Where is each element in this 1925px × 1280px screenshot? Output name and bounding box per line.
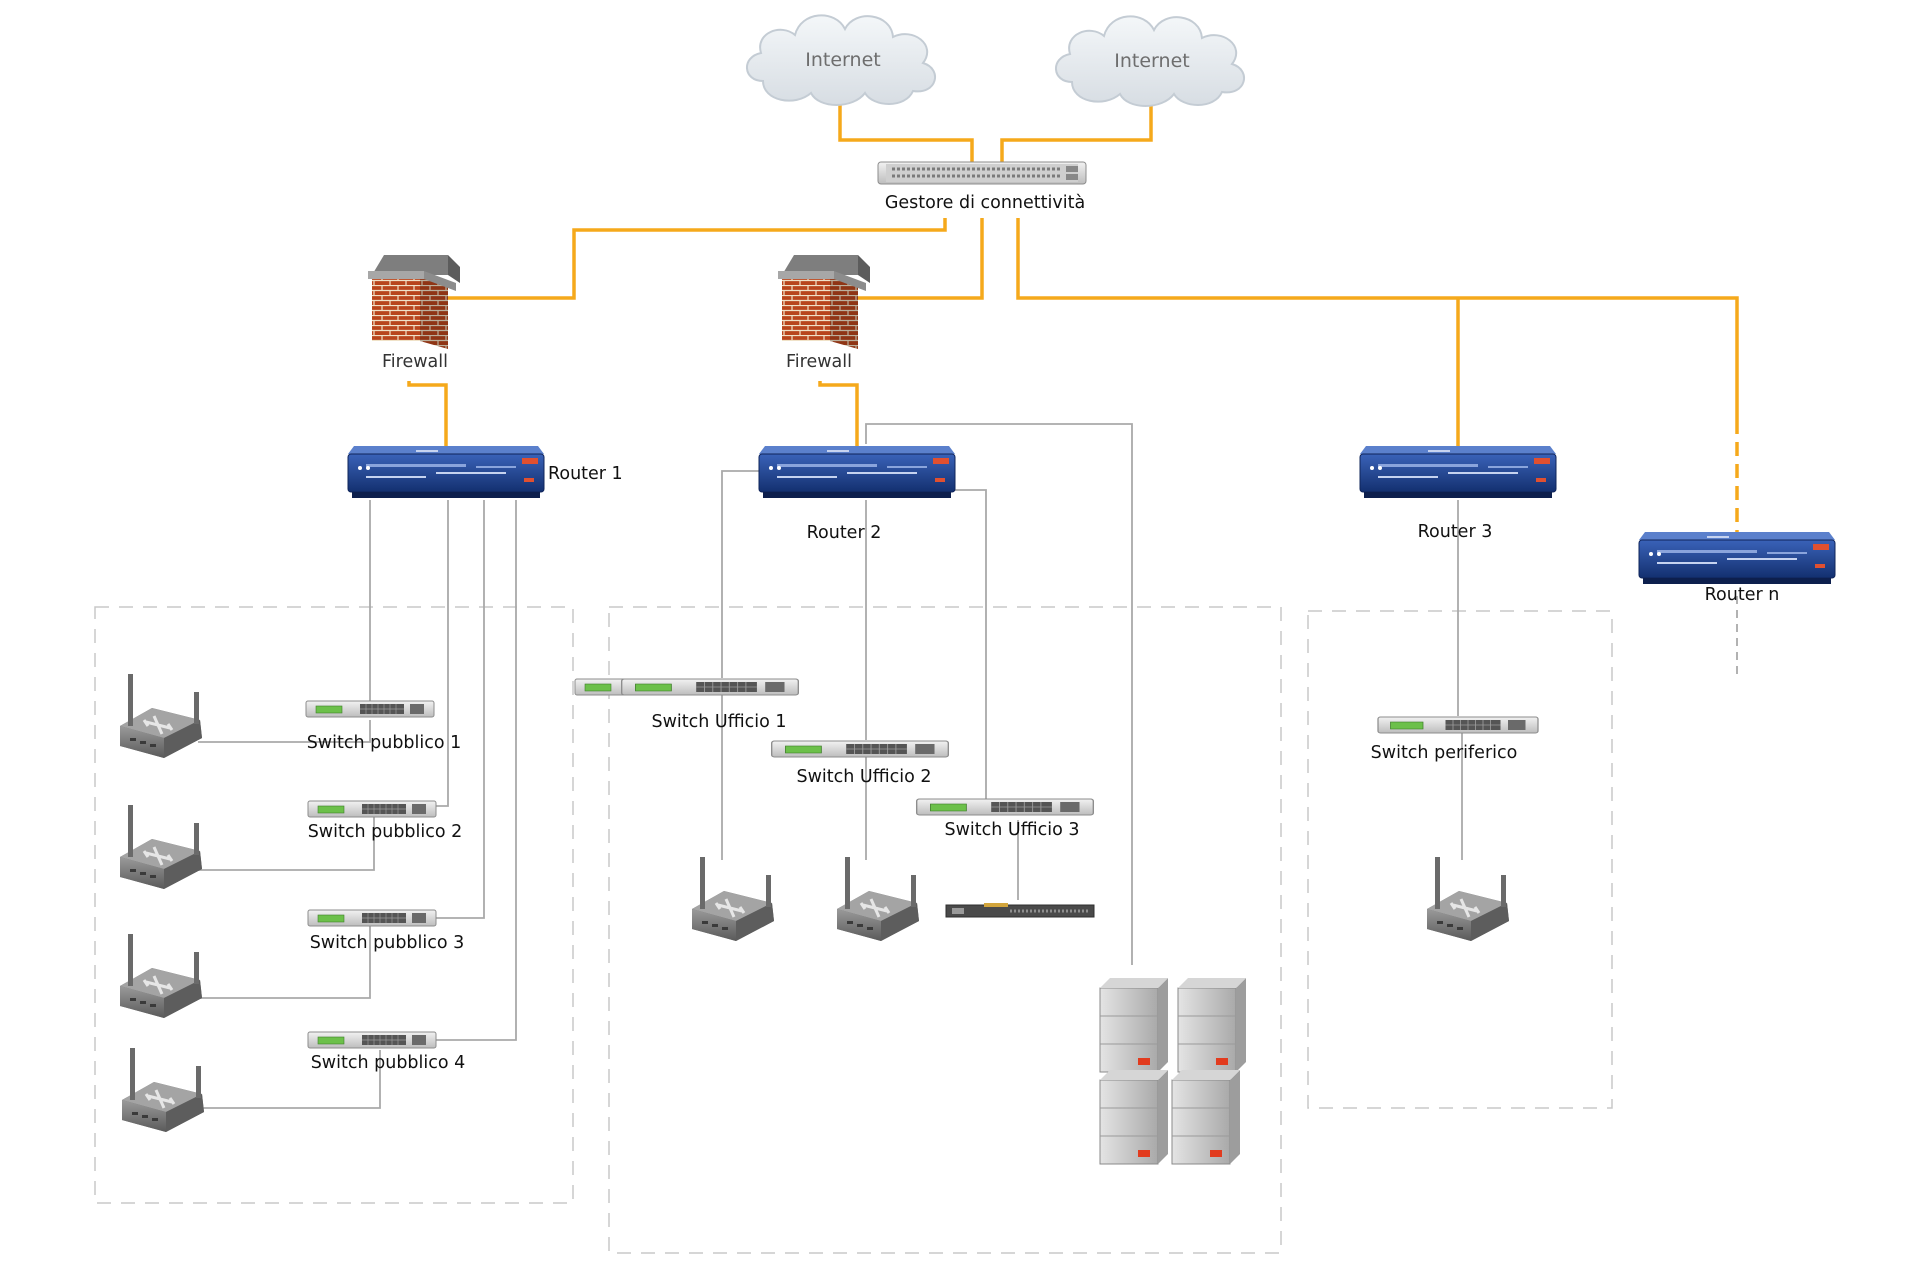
wireless-access-point-icon: [690, 855, 776, 943]
switch-label: Switch pubblico 3: [309, 933, 465, 953]
switch-label: Switch Ufficio 1: [651, 712, 787, 732]
wireless-access-point-icon: [118, 932, 204, 1020]
network-switch-icon: [915, 798, 1095, 816]
router-label: Router 2: [806, 523, 882, 543]
connectivity-manager-icon: [876, 160, 1088, 186]
patch-panel-icon: [945, 903, 1095, 918]
router-label: Router n: [1704, 585, 1780, 605]
network-switch-icon: [1377, 716, 1539, 734]
wireless-access-point-icon: [835, 855, 921, 943]
network-switch-icon: [307, 1031, 437, 1049]
server-icon: [1177, 977, 1247, 1073]
wireless-access-point-icon: [120, 1046, 206, 1134]
wireless-access-point-icon: [1425, 855, 1511, 943]
switch-label: Switch periferico: [1370, 743, 1518, 763]
network-switch-icon: [305, 700, 435, 718]
public-area-group: [94, 606, 574, 1204]
firewall-label: Firewall: [382, 352, 448, 372]
switch-label: Switch pubblico 4: [310, 1053, 466, 1073]
switch-label: Switch pubblico 2: [307, 822, 463, 842]
network-switch-icon: [307, 909, 437, 927]
internet-label: Internet: [805, 49, 881, 71]
router-label: Router 3: [1417, 522, 1493, 542]
router-icon: [758, 445, 956, 499]
switch-label: Switch Ufficio 2: [796, 767, 932, 787]
internet-label: Internet: [1114, 50, 1190, 72]
network-switch-icon: [620, 678, 800, 696]
network-switch-icon: [307, 800, 437, 818]
router-icon: [347, 445, 545, 499]
router-icon: [1638, 531, 1836, 585]
network-switch-icon: [770, 740, 950, 758]
peripheral-area-group: [1307, 610, 1613, 1109]
router-icon: [1359, 445, 1557, 499]
firewall-label: Firewall: [786, 352, 852, 372]
wireless-access-point-icon: [118, 803, 204, 891]
lan-links: [198, 423, 1463, 1109]
wan-links: [407, 104, 1739, 534]
wireless-access-point-icon: [118, 672, 204, 760]
firewall-icon: [368, 255, 460, 349]
server-icon: [1171, 1069, 1241, 1165]
switch-label: Switch Ufficio 3: [944, 820, 1080, 840]
office-area-group: [608, 606, 1282, 1254]
server-icon: [1099, 977, 1169, 1073]
switch-label: Switch pubblico 1: [306, 733, 462, 753]
server-icon: [1099, 1069, 1169, 1165]
firewall-icon: [778, 255, 870, 349]
router-label: Router 1: [548, 464, 623, 484]
connectivity-manager-label: Gestore di connettività: [884, 193, 1086, 213]
